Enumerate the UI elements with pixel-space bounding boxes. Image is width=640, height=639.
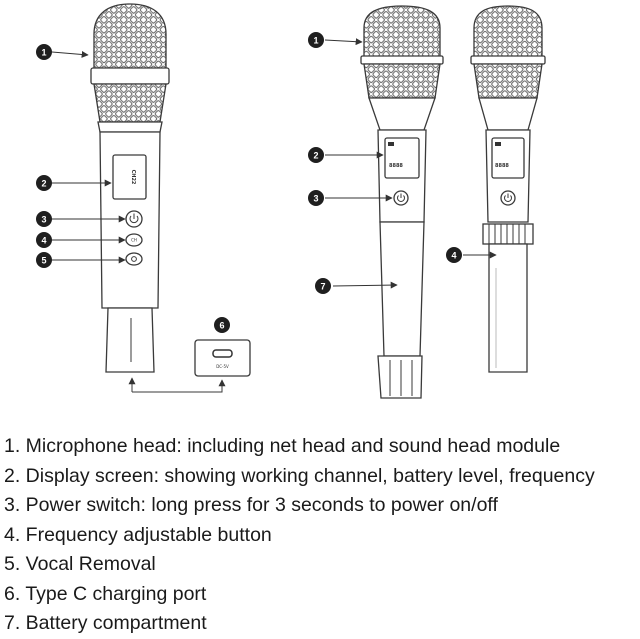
svg-text:1: 1 [313,36,318,46]
svg-text:3: 3 [41,215,46,225]
callout-2-left: 2 [36,175,52,191]
legend-item-1: 1. Microphone head: including net head a… [4,435,561,457]
mic-a-digits: 8888 [389,163,403,169]
mic-a-head-ring [360,55,444,65]
svg-text:3: 3 [313,194,318,204]
vocal-icon [131,256,137,262]
legend-item-3: 3. Power switch: long press for 3 second… [4,494,498,516]
mic-a-display [384,137,420,179]
left-mic-lower-grille [93,83,167,123]
right-microphone-b: 8888 HOLD [470,5,546,373]
left-mic-handle [105,307,155,373]
svg-text:6: 6 [219,321,224,331]
legend-item-6: 6. Type C charging port [4,582,207,605]
svg-text:7: 7 [320,282,325,292]
left-mic-vocal-button[interactable] [125,252,143,266]
mic-a-battery-compartment [379,221,425,357]
feature-legend: 1. Microphone head: including net head a… [4,432,640,639]
mic-b-digits: 8888 [495,163,509,169]
left-mic-screen-text: CH22 [130,170,136,185]
mic-a-grip [377,355,423,399]
svg-text:2: 2 [313,151,318,161]
callout-7: 7 [315,278,331,294]
svg-text:4: 4 [451,251,456,261]
legend-item-2: 2. Display screen: showing working chann… [4,464,595,487]
callout-4-left: 4 [36,232,52,248]
mic-b-display [491,137,525,179]
usb-c-port [212,349,233,358]
svg-text:5: 5 [41,256,46,266]
mic-b-head-ring [470,55,546,65]
callout-leaders [51,38,497,289]
freq-button-mark: CH [131,238,137,243]
left-microphone: CH22 CH [90,3,170,373]
left-mic-head-ring [90,67,170,85]
charging-port-housing [194,339,251,377]
callout-3-left: 3 [36,211,52,227]
callout-6: 6 [214,317,230,333]
legend-item-4: 4. Frequency adjustable button [4,523,272,546]
power-icon [129,213,139,224]
callout-5-left: 5 [36,252,52,268]
callout-1-left: 1 [36,44,52,60]
mic-a-net-head [363,5,441,59]
callout-1-right: 1 [308,32,324,48]
svg-text:2: 2 [41,179,46,189]
legend-item-7: 7. Battery compartment [4,612,207,634]
left-mic-display [112,154,147,200]
mic-a-lower-grille [363,63,441,99]
left-mic-net-head [93,3,167,73]
callout-4-right: 4 [446,247,462,263]
power-icon [397,193,405,202]
mic-a-neck [368,97,436,131]
left-mic-frequency-button[interactable] [125,233,143,247]
battery-icon [388,142,394,146]
svg-text:4: 4 [41,236,46,246]
power-icon [504,193,512,202]
right-microphone-a: 8888 [360,5,444,399]
svg-text:1: 1 [41,48,46,58]
callout-2-right: 2 [308,147,324,163]
microphone-diagram: CH22 CH DC-5V 8888 [36,3,546,399]
left-mic-collar [97,121,163,133]
battery-icon [495,142,501,146]
callout-3-right: 3 [308,190,324,206]
legend-item-5: 5. Vocal Removal [4,553,156,575]
mic-b-neck [478,97,538,131]
mic-b-battery-tube [488,243,528,373]
charging-bracket-arrow [131,378,222,393]
charging-port-label: DC-5V [216,364,229,369]
mic-b-net-head [473,5,543,59]
charging-port: DC-5V [194,339,251,377]
mic-b-lower-grille [473,63,543,99]
